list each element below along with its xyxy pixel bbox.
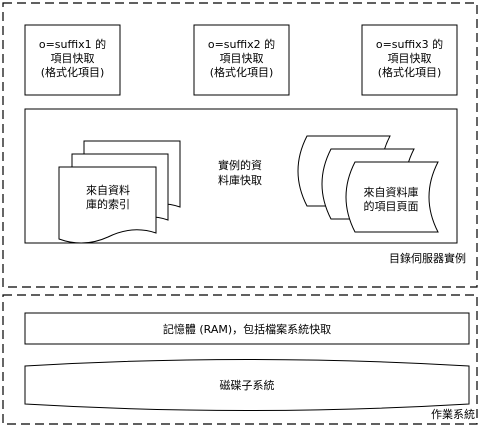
suffix2-entry-cache: o=suffix2 的 項目快取 (格式化項目)	[193, 24, 290, 96]
disk-subsystem-shape	[24, 359, 470, 411]
database-entry-pages-stack	[297, 135, 439, 233]
index-document-line-1: 來自資料	[86, 183, 130, 197]
index-document-line-2: 庫的索引	[86, 197, 130, 211]
database-index-document-stack	[58, 140, 181, 244]
suffix1-cache-line-3: (格式化項目)	[41, 65, 105, 79]
index-document-front	[58, 166, 157, 244]
database-cache-label-line-1: 實例的資	[218, 158, 262, 172]
suffix2-cache-line-3: (格式化項目)	[210, 65, 274, 79]
suffix2-cache-line-1: o=suffix2 的	[208, 37, 275, 51]
database-cache-label-line-2: 料庫快取	[218, 173, 262, 187]
operating-system-label: 作業系統	[431, 407, 475, 421]
suffix1-cache-line-1: o=suffix1 的	[39, 37, 106, 51]
entry-pages-front	[345, 161, 439, 233]
memory-label: 記憶體 (RAM)，包括檔案系統快取	[163, 322, 331, 336]
operating-system-boundary	[2, 294, 478, 425]
suffix3-cache-line-3: (格式化項目)	[378, 65, 442, 79]
suffix2-cache-line-2: 項目快取	[220, 52, 264, 65]
entry-pages-line-2: 的項目頁面	[364, 199, 419, 213]
disk-subsystem-label: 磁碟子系統	[220, 378, 275, 392]
suffix3-entry-cache: o=suffix3 的 項目快取 (格式化項目)	[361, 24, 458, 96]
server-instance-boundary	[2, 2, 478, 288]
suffix3-cache-line-1: o=suffix3 的	[376, 37, 443, 51]
suffix1-cache-line-2: 項目快取	[51, 52, 95, 65]
memory-box	[24, 312, 470, 345]
entry-pages-line-1: 來自資料庫	[364, 185, 419, 199]
server-instance-label: 目錄伺服器實例	[389, 251, 466, 265]
suffix1-entry-cache: o=suffix1 的 項目快取 (格式化項目)	[24, 24, 121, 96]
suffix3-cache-line-2: 項目快取	[388, 52, 432, 65]
